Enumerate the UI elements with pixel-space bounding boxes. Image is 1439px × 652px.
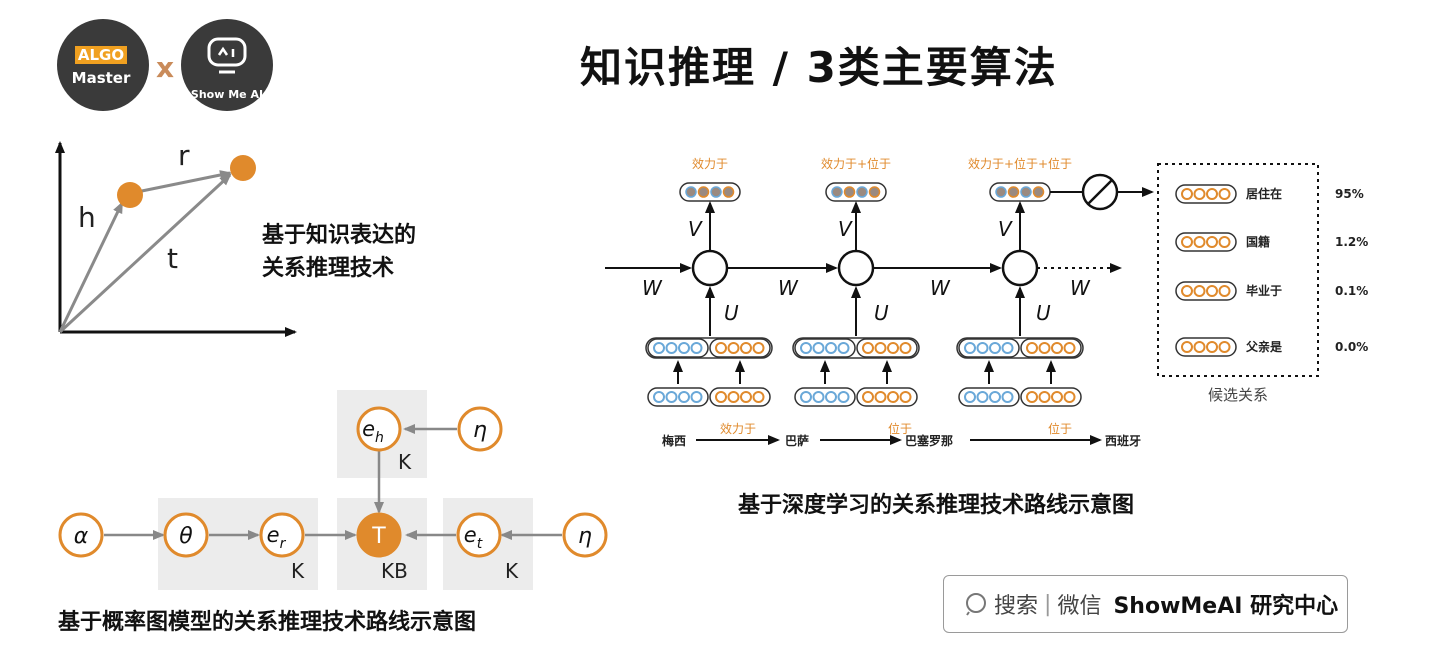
path-relation-2: 位于 bbox=[888, 421, 912, 436]
algo-logo-line1: ALGO bbox=[78, 46, 124, 64]
v-label-3: V bbox=[998, 217, 1013, 241]
v-label-1: V bbox=[688, 217, 703, 241]
rnn-top-label-2: 效力于+位于 bbox=[821, 156, 891, 171]
vector-caption-line2: 关系推理技术 bbox=[262, 256, 395, 281]
t-vector bbox=[58, 173, 232, 334]
logo-group: ALGO Master x Show Me AI bbox=[57, 19, 273, 111]
et-label: e bbox=[464, 523, 477, 547]
plate-label-et: K bbox=[505, 559, 519, 583]
eh-subscript: h bbox=[375, 430, 384, 446]
candidates-title: 候选关系 bbox=[1208, 386, 1268, 404]
path-entity-1: 梅西 bbox=[662, 433, 686, 448]
r-label: r bbox=[178, 139, 190, 172]
search-box[interactable]: 搜索 | 微信 ShowMeAI 研究中心 bbox=[943, 575, 1348, 633]
candidate-value-2: 1.2% bbox=[1335, 235, 1368, 249]
u-label-1: U bbox=[724, 301, 739, 325]
eta-right-label: η bbox=[578, 524, 592, 549]
path-relation-1: 效力于 bbox=[720, 421, 756, 436]
w-label-4: W bbox=[1070, 276, 1091, 300]
vector-diagram: h r t bbox=[55, 139, 297, 337]
robot-icon bbox=[207, 37, 247, 67]
page-title: 知识推理 / 3类主要算法 bbox=[580, 43, 1058, 92]
plate-label-eh: K bbox=[398, 450, 412, 474]
graph-diagram: α θ er T et η eh η K K KB K bbox=[58, 390, 608, 590]
path-entity-3: 巴塞罗那 bbox=[905, 433, 953, 448]
plate-label-er: K bbox=[291, 559, 305, 583]
rnn-top-label-1: 效力于 bbox=[692, 156, 728, 171]
rnn-caption: 基于深度学习的关系推理技术路线示意图 bbox=[738, 493, 1135, 518]
candidate-label-4: 父亲是 bbox=[1245, 339, 1283, 354]
candidate-label-1: 居住在 bbox=[1246, 186, 1282, 201]
t-label: t bbox=[167, 242, 178, 275]
theta-node bbox=[163, 512, 209, 558]
t-node bbox=[356, 512, 402, 558]
r-vector bbox=[131, 170, 232, 195]
path-relation-3: 位于 bbox=[1048, 421, 1072, 436]
algo-master-logo bbox=[57, 19, 149, 111]
h-label: h bbox=[78, 201, 96, 234]
rnn-hidden-2 bbox=[837, 249, 875, 287]
eta-top-label: η bbox=[473, 418, 487, 443]
alpha-node bbox=[58, 512, 104, 558]
er-label: e bbox=[267, 523, 280, 547]
showme-logo-text: Show Me AI bbox=[191, 88, 263, 101]
plate-label-t: KB bbox=[381, 559, 408, 583]
t-point bbox=[230, 155, 256, 181]
graph-caption: 基于概率图模型的关系推理技术路线示意图 bbox=[58, 610, 477, 635]
candidate-value-1: 95% bbox=[1335, 187, 1364, 201]
rnn-hidden-3 bbox=[1001, 249, 1039, 287]
er-subscript: r bbox=[280, 536, 287, 552]
wechat-label: 微信 bbox=[1057, 594, 1102, 619]
svg-text:er: er bbox=[267, 523, 287, 552]
times-sign: x bbox=[156, 51, 174, 84]
t-label: T bbox=[371, 524, 386, 549]
rnn-diagram: 效力于 效力于+位于 效力于+位于+位于 V V V W W W W U U U… bbox=[605, 156, 1368, 448]
et-node bbox=[456, 512, 502, 558]
eta-top-node bbox=[457, 406, 503, 452]
candidate-box bbox=[1157, 163, 1319, 377]
v-label-2: V bbox=[838, 217, 853, 241]
u-label-2: U bbox=[874, 301, 889, 325]
u-label-3: U bbox=[1036, 301, 1051, 325]
et-subscript: t bbox=[477, 536, 483, 552]
vector-caption-line1: 基于知识表达的 bbox=[262, 223, 417, 248]
w-label-3: W bbox=[930, 276, 951, 300]
algo-logo-line2: Master bbox=[72, 69, 131, 87]
h-point bbox=[117, 182, 143, 208]
candidate-value-3: 0.1% bbox=[1335, 284, 1368, 298]
w-label-2: W bbox=[778, 276, 799, 300]
er-node bbox=[259, 512, 305, 558]
h-vector bbox=[58, 201, 124, 333]
path-entity-4: 西班牙 bbox=[1105, 433, 1141, 448]
search-separator: | bbox=[1044, 591, 1052, 617]
theta-label: θ bbox=[179, 524, 193, 549]
eh-label: e bbox=[362, 417, 375, 441]
rnn-hidden-1 bbox=[691, 249, 729, 287]
eta-right-node bbox=[562, 512, 608, 558]
svg-text:et: et bbox=[464, 523, 483, 552]
candidate-value-4: 0.0% bbox=[1335, 340, 1368, 354]
brand-label: ShowMeAI 研究中心 bbox=[1113, 594, 1339, 619]
rnn-top-label-3: 效力于+位于+位于 bbox=[968, 156, 1072, 171]
alpha-label: α bbox=[74, 524, 89, 549]
eh-node bbox=[356, 406, 402, 452]
path-entity-2: 巴萨 bbox=[785, 433, 809, 448]
w-label-1: W bbox=[642, 276, 663, 300]
search-icon bbox=[966, 593, 986, 616]
svg-text:eh: eh bbox=[362, 417, 384, 446]
candidate-label-2: 国籍 bbox=[1246, 234, 1270, 249]
candidate-label-3: 毕业于 bbox=[1246, 283, 1282, 298]
search-label: 搜索 bbox=[994, 594, 1039, 619]
